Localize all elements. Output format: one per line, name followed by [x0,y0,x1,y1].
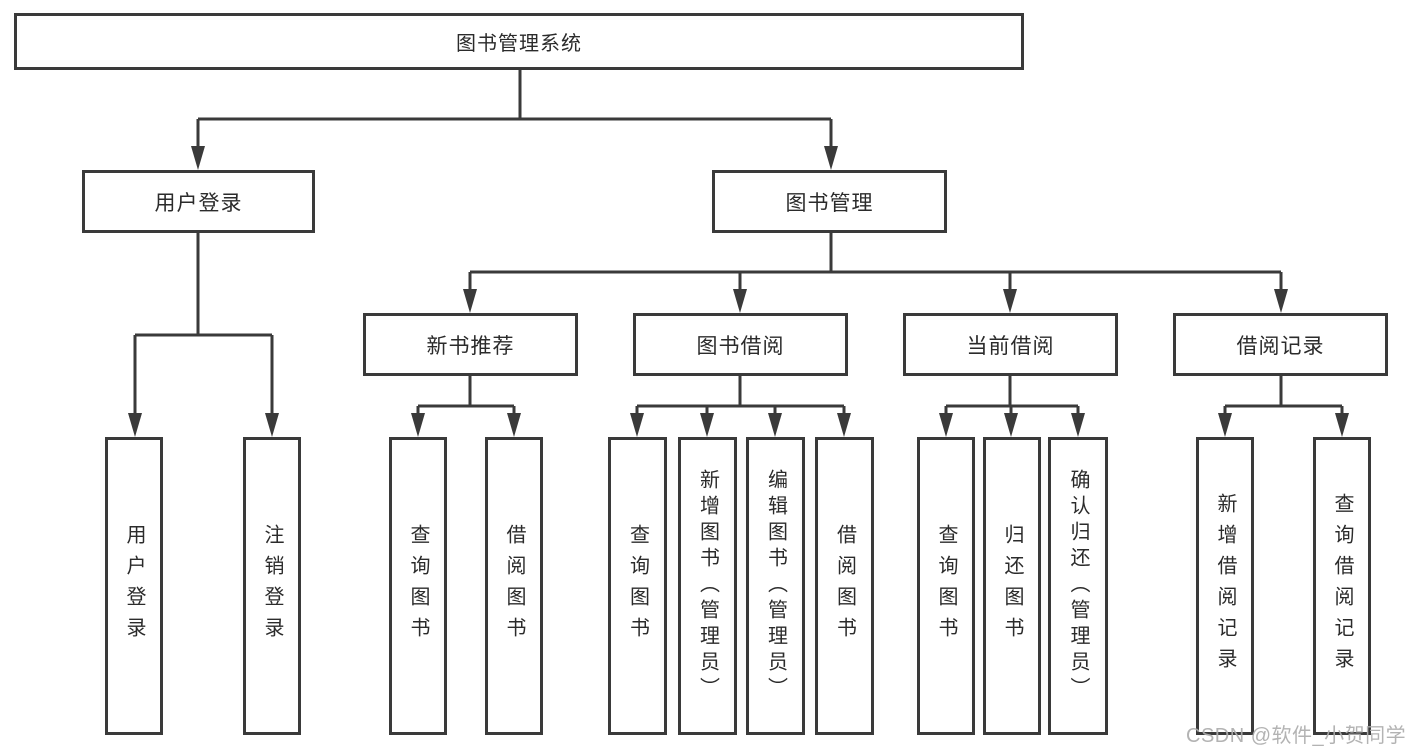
leaf-return-books-label: 归还图书 [1001,524,1023,648]
leaf-add-borrow-record: 新增借阅记录 [1196,437,1254,735]
leaf-add-borrow-record-label: 新增借阅记录 [1214,493,1236,679]
leaf-add-book-admin: 新增图书（管理员） [678,437,737,735]
leaf-borrow-borrow-books-label: 借阅图书 [833,524,856,648]
arrow-down-icon [824,146,838,170]
node-book-management-label: 图书管理 [785,191,874,215]
watermark: CSDN @软件_小贺同学 [1186,725,1405,747]
arrow-down-icon [1274,289,1288,313]
node-book-borrowing: 图书借阅 [633,313,848,376]
arrow-down-icon [837,413,851,437]
node-book-borrowing-label: 图书借阅 [696,334,785,358]
arrow-down-icon [128,413,142,437]
leaf-rec-query-books-label: 查询图书 [407,524,429,648]
arrow-down-icon [1004,413,1018,437]
leaf-current-query-books-label: 查询图书 [935,524,957,648]
leaf-edit-book-admin-label: 编辑图书（管理员） [764,469,787,703]
node-new-book-recommendation-label: 新书推荐 [426,334,515,358]
arrow-down-icon [265,413,279,437]
leaf-confirm-return-admin: 确认归还（管理员） [1048,437,1108,735]
connector-user-login-branch [133,233,274,416]
node-book-management: 图书管理 [712,170,947,233]
arrow-down-icon [939,413,953,437]
node-user-login-label: 用户登录 [154,191,243,215]
connector-book-borrow-branch [635,376,846,416]
node-borrowing-records: 借阅记录 [1173,313,1388,376]
arrow-down-icon [700,413,714,437]
leaf-rec-borrow-books-label: 借阅图书 [503,524,525,648]
leaf-borrow-borrow-books: 借阅图书 [815,437,874,735]
node-current-borrowing-label: 当前借阅 [966,334,1055,358]
node-root-label: 图书管理系统 [456,33,582,55]
arrow-down-icon [191,146,205,170]
arrow-down-icon [1003,289,1017,313]
node-borrowing-records-label: 借阅记录 [1236,334,1325,358]
leaf-logout-label: 注销登录 [261,524,283,648]
leaf-query-borrow-record-label: 查询借阅记录 [1331,493,1353,679]
connector-new-book-rec-branch [416,376,516,416]
node-user-login: 用户登录 [82,170,315,233]
arrow-down-icon [733,289,747,313]
arrow-down-icon [507,413,521,437]
arrow-down-icon [463,289,477,313]
arrow-down-icon [1335,413,1349,437]
leaf-edit-book-admin: 编辑图书（管理员） [746,437,805,735]
leaf-rec-query-books: 查询图书 [389,437,447,735]
connector-borrow-records-branch [1223,376,1344,416]
leaf-add-book-admin-label: 新增图书（管理员） [696,469,719,703]
node-current-borrowing: 当前借阅 [903,313,1118,376]
connector-current-borrow-branch [944,376,1080,416]
node-new-book-recommendation: 新书推荐 [363,313,578,376]
connector-book-mgmt-branch [468,233,1283,292]
leaf-borrow-query-books: 查询图书 [608,437,667,735]
leaf-query-borrow-record: 查询借阅记录 [1313,437,1371,735]
node-root: 图书管理系统 [14,13,1024,70]
arrow-down-icon [630,413,644,437]
leaf-user-login-label: 用户登录 [123,524,145,648]
arrow-down-icon [411,413,425,437]
leaf-rec-borrow-books: 借阅图书 [485,437,543,735]
leaf-user-login: 用户登录 [105,437,163,735]
leaf-return-books: 归还图书 [983,437,1041,735]
leaf-logout: 注销登录 [243,437,301,735]
leaf-current-query-books: 查询图书 [917,437,975,735]
arrow-down-icon [768,413,782,437]
arrow-down-icon [1218,413,1232,437]
leaf-confirm-return-admin-label: 确认归还（管理员） [1067,469,1089,703]
arrow-down-icon [1071,413,1085,437]
connector-root-to-level2 [196,69,833,149]
arrowheads [128,146,1349,437]
leaf-borrow-query-books-label: 查询图书 [626,524,649,648]
